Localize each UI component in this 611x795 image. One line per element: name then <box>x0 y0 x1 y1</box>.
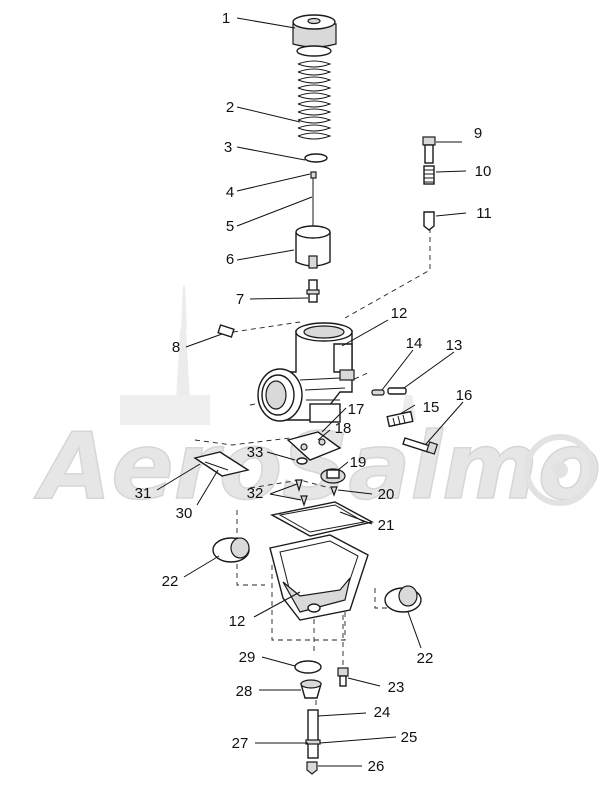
callout-20: 20 <box>378 486 395 503</box>
part-13-screw <box>387 387 407 395</box>
callout-9: 9 <box>474 125 482 142</box>
part-33-washer <box>296 457 308 465</box>
callout-3: 3 <box>224 139 232 156</box>
callout-1: 1 <box>222 10 230 27</box>
callout-4: 4 <box>226 184 234 201</box>
callout-2: 2 <box>226 99 234 116</box>
part-26-main-jet <box>306 761 318 775</box>
callout-10: 10 <box>475 163 492 180</box>
watermark: AeroSalmo <box>33 285 602 521</box>
callout-32: 32 <box>247 485 264 502</box>
part-7-needle-jet <box>306 279 320 303</box>
callout-28: 28 <box>236 683 253 700</box>
part-15-spring <box>386 410 414 428</box>
part-12-carburetor-body <box>257 322 355 423</box>
part-24-25-27-needle-jet <box>305 709 321 759</box>
callout-15: 15 <box>423 399 440 416</box>
part-29-o-ring <box>294 660 322 674</box>
part-2-spring <box>297 60 332 140</box>
part-8-pilot-jet <box>217 324 235 338</box>
part-30-31-bracket <box>193 451 250 477</box>
leader-lines <box>156 17 467 767</box>
part-19-float-arm <box>320 468 346 484</box>
callout-6: 6 <box>226 251 234 268</box>
callout-29: 29 <box>239 649 256 666</box>
part-1-cap <box>292 14 337 57</box>
part-14-jet <box>371 389 385 396</box>
callout-25: 25 <box>401 729 418 746</box>
part-16-idle-screw <box>402 437 439 455</box>
part-21-gasket <box>270 501 374 537</box>
callout-18: 18 <box>335 420 352 437</box>
callout-31: 31 <box>135 485 152 502</box>
callouts: 1 2 3 4 5 6 7 8 9 10 11 12 14 13 15 16 1… <box>135 10 492 775</box>
callout-17: 17 <box>348 401 365 418</box>
part-10-spring <box>423 165 435 185</box>
part-3-washer <box>304 153 328 163</box>
callout-11: 11 <box>476 205 492 222</box>
callout-7: 7 <box>236 291 244 308</box>
callout-27: 27 <box>232 735 249 752</box>
callout-26: 26 <box>368 758 385 775</box>
part-9-fitting <box>422 136 436 164</box>
callout-16: 16 <box>456 387 473 404</box>
callout-22a: 22 <box>162 573 179 590</box>
part-20-needle-valve <box>330 486 338 497</box>
callout-33: 33 <box>247 444 264 461</box>
callout-23: 23 <box>388 679 405 696</box>
callout-22b: 22 <box>417 650 434 667</box>
callout-5: 5 <box>226 218 234 235</box>
part-12-float-bowl <box>269 534 369 621</box>
watermark-text: AeroSalmo <box>34 413 601 520</box>
part-22-float-left <box>212 537 250 563</box>
callout-24: 24 <box>374 704 391 721</box>
part-23-drain-screw <box>337 667 349 687</box>
callout-12: 12 <box>391 305 408 322</box>
part-28-jet-holder <box>300 679 322 699</box>
callout-30: 30 <box>176 505 193 522</box>
callout-12b: 12 <box>229 613 246 630</box>
part-22-float-right <box>384 585 422 613</box>
callout-21: 21 <box>378 517 395 534</box>
callout-14: 14 <box>406 335 423 352</box>
part-6-throttle-slide <box>295 225 331 269</box>
part-32-screws <box>295 479 308 507</box>
callout-8: 8 <box>172 339 180 356</box>
part-11-fitting <box>423 211 435 231</box>
part-18-cover-plate <box>286 431 342 461</box>
callout-19: 19 <box>350 454 367 471</box>
callout-13: 13 <box>446 337 463 354</box>
part-4-5-needle <box>310 171 317 226</box>
